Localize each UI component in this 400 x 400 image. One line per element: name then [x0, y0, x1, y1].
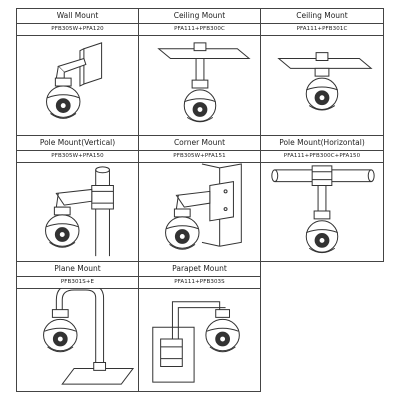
mount-card-pole-vertical: Pole Mount(Vertical) PFB305W+PFA150: [16, 135, 139, 262]
mount-card-wall: Wall Mount PFB305W+PFA120: [16, 8, 139, 136]
pole-mount-vertical-drawing: [17, 162, 138, 261]
mount-card-ceiling-short: Ceiling Mount PFA111+PFB301C: [260, 8, 384, 136]
mount-card-plane: Plane Mount PFB301S+E: [16, 261, 139, 392]
mount-card-pole-horizontal: Pole Mount(Horizontal) PFA111+PFB300C+PF…: [260, 135, 384, 262]
mount-title: Ceiling Mount: [261, 9, 383, 24]
mount-model: PFA111+PFB303S: [139, 276, 260, 289]
mount-card-ceiling-pendant: Ceiling Mount PFA111+PFB300C: [138, 8, 261, 136]
mount-title: Corner Mount: [139, 136, 260, 151]
mount-card-corner: Corner Mount PFB305W+PFA151: [138, 135, 261, 262]
mount-model: PFA111+PFB300C+PFA150: [261, 150, 383, 163]
plane-mount-drawing: [17, 288, 138, 391]
wall-mount-drawing: [17, 35, 138, 135]
mount-options-grid: Wall Mount PFB305W+PFA120 Ceiling Mount …: [16, 8, 384, 392]
mount-model: PFB301S+E: [17, 276, 138, 289]
mount-model: PFB305W+PFA151: [139, 150, 260, 163]
mount-model: PFB305W+PFA120: [17, 23, 138, 36]
mount-title: Ceiling Mount: [139, 9, 260, 24]
mount-title: Wall Mount: [17, 9, 138, 24]
pole-mount-horizontal-drawing: [261, 162, 383, 261]
mount-model: PFA111+PFB301C: [261, 23, 383, 36]
parapet-mount-drawing: [139, 288, 260, 391]
mount-title: Pole Mount(Horizontal): [261, 136, 383, 151]
mount-card-parapet: Parapet Mount PFA111+PFB303S: [138, 261, 261, 392]
ceiling-mount-pendant-drawing: [139, 35, 260, 135]
mount-title: Pole Mount(Vertical): [17, 136, 138, 151]
corner-mount-drawing: [139, 162, 260, 261]
ceiling-mount-short-drawing: [261, 35, 383, 135]
mount-model: PFB305W+PFA150: [17, 150, 138, 163]
mount-title: Parapet Mount: [139, 262, 260, 277]
mount-title: Plane Mount: [17, 262, 138, 277]
mount-model: PFA111+PFB300C: [139, 23, 260, 36]
